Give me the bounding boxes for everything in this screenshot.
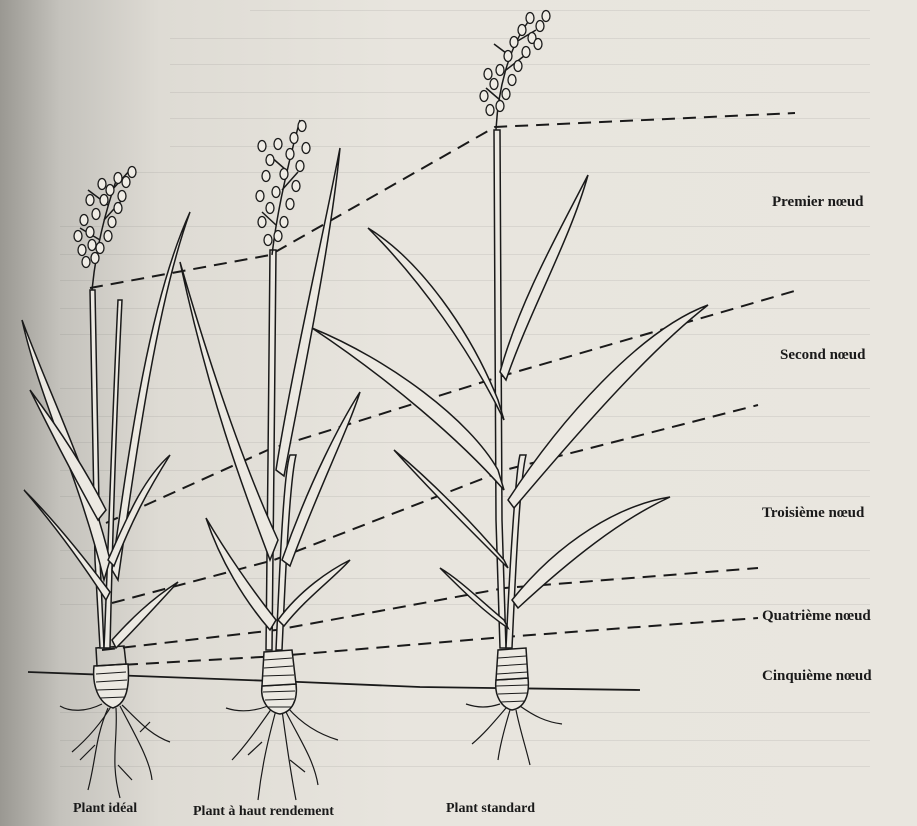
grains-high-yield	[256, 121, 310, 246]
roots-ideal	[60, 704, 170, 798]
node-label-second: Second nœud	[780, 347, 865, 364]
node-line-first	[90, 113, 795, 288]
node-label-fourth: Quatrième nœud	[762, 608, 871, 625]
plant-high-yield	[180, 120, 360, 800]
node-label-first: Premier nœud	[772, 194, 864, 211]
roots-high-yield	[226, 706, 338, 800]
grains-standard	[480, 11, 550, 116]
node-label-third: Troisième nœud	[762, 505, 864, 522]
plant-label-high-yield: Plant à haut rendement	[193, 804, 334, 820]
plant-label-ideal: Plant idéal	[73, 801, 137, 817]
plant-ideal	[22, 167, 190, 799]
node-lines	[90, 113, 798, 666]
plant-standard	[312, 11, 708, 766]
plant-label-standard: Plant standard	[446, 801, 535, 817]
node-line-fifth	[104, 618, 758, 666]
node-label-fifth: Cinquième nœud	[762, 668, 872, 685]
roots-standard	[466, 704, 562, 765]
node-line-third	[112, 405, 758, 603]
